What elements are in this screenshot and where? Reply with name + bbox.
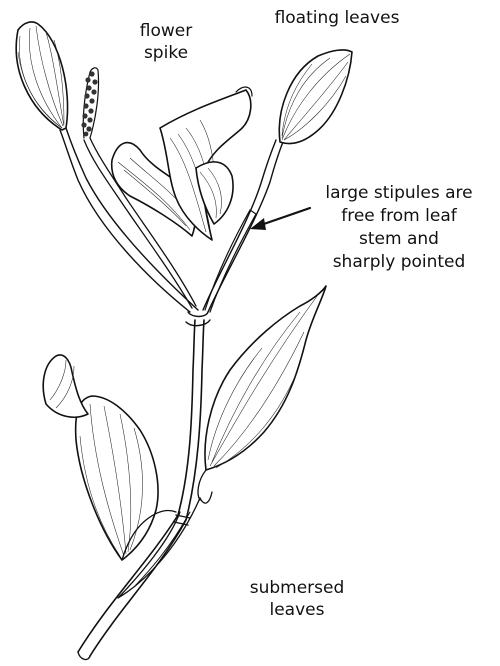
floating-leaf-left [16,22,67,130]
stipules-label-line-3: stem and [302,228,496,251]
floating-leaves-label-line-1: floating leaves [262,7,412,29]
stipules-label-line-4: sharply pointed [302,251,496,274]
flower-spike-label: flower spike [118,20,214,64]
floating-leaf-right [279,50,352,144]
stipule-arrow [250,208,310,230]
submersed-leaves-label-line-2: leaves [236,599,358,621]
submersed-leaves-label-line-1: submersed [236,577,358,599]
upper-submersed-leaves [112,87,252,240]
stipules-label-line-1: large stipules are [302,182,496,205]
stipules-label: large stipules are free from leaf stem a… [302,182,496,274]
stipules-label-line-2: free from leaf [302,205,496,228]
floating-leaves-label: floating leaves [262,7,412,29]
flower-spike-label-line-2: spike [118,42,214,64]
submersed-leaf-right [198,286,326,500]
submersed-leaf-left [43,355,176,560]
submersed-leaves-label: submersed leaves [236,577,358,621]
flower-spike [81,68,98,138]
flower-spike-label-line-1: flower [118,20,214,42]
